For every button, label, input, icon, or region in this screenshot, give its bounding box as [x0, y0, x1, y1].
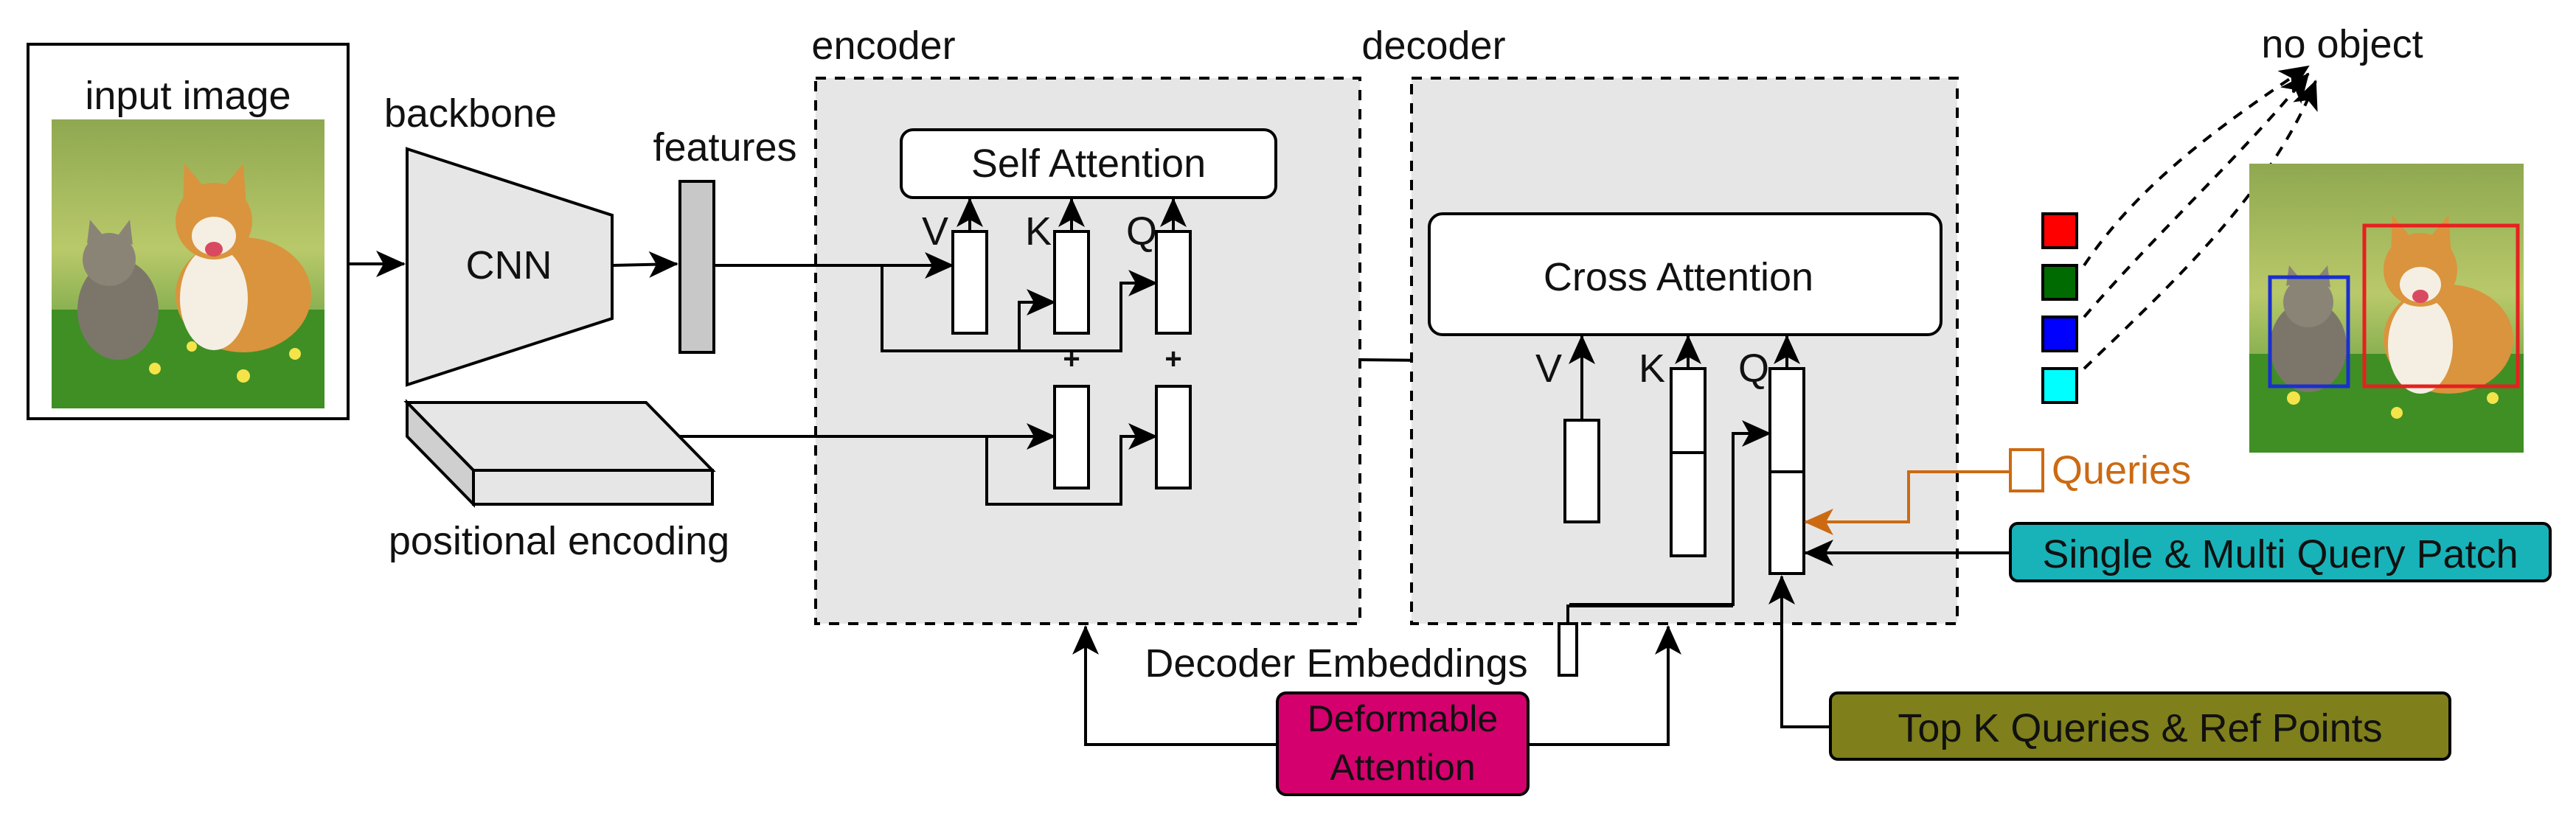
encoder-label: encoder: [811, 24, 955, 68]
decoder-embeddings-vector: [1558, 622, 1578, 677]
deformable-attention-label-line2: Attention: [1330, 747, 1475, 788]
class-swatch-blue: [2041, 316, 2078, 352]
self-attention-label: Self Attention: [971, 142, 1206, 186]
deformable-attention-label-line1: Deformable: [1308, 698, 1498, 739]
queries-label: Queries: [2052, 448, 2191, 492]
decoder-v-label: V: [1535, 346, 1562, 391]
top-k-queries-label: Top K Queries & Ref Points: [1898, 706, 2382, 750]
decoder-v-vector: [1563, 419, 1600, 523]
arrow-deformable-to-decoder: [1528, 625, 1681, 746]
decoder-embeddings-link: [1566, 604, 1733, 624]
single-multi-query-patch-label: Single & Multi Query Patch: [2042, 532, 2518, 576]
arrow-queries-to-decoder-q: [1804, 470, 2010, 535]
input-photo: [52, 119, 324, 408]
cnn-label: CNN: [466, 243, 552, 287]
arrow-deformable-to-encoder: [1072, 625, 1277, 746]
output-cat-icon: [2270, 301, 2347, 392]
encoder-v-label: V: [922, 209, 948, 254]
features-label: features: [653, 125, 796, 170]
encoder-wiring: [678, 198, 1187, 506]
cat-bounding-box: [2268, 275, 2350, 388]
class-swatch-green: [2041, 264, 2078, 301]
decoder-k-label: K: [1639, 346, 1665, 391]
queries-vector: [2009, 448, 2044, 492]
decoder-k-vector: [1670, 367, 1707, 557]
dog-bounding-box: [2362, 223, 2520, 388]
decoder-label: decoder: [1361, 24, 1505, 68]
class-swatch-cyan: [2041, 367, 2078, 404]
cat-icon: [77, 259, 159, 360]
output-dog-icon: [2384, 215, 2513, 394]
no-object-arrows: [2083, 65, 2318, 370]
encoder-pos-k-vector: [1053, 385, 1090, 489]
class-swatch-red: [2041, 212, 2078, 249]
cnn-block: [406, 147, 614, 387]
encoder-v-vector: [951, 230, 988, 335]
features-block: [678, 180, 715, 354]
dog-icon: [176, 164, 311, 352]
decoder-embeddings-label: Decoder Embeddings: [1145, 641, 1527, 686]
no-object-label: no object: [2261, 22, 2423, 66]
encoder-q-vector: [1155, 230, 1192, 335]
backbone-label: backbone: [384, 91, 557, 136]
arrow-topk-to-decoder-q: [1768, 575, 1830, 728]
encoder-q-label: Q: [1126, 209, 1157, 254]
input-image-label: input image: [85, 74, 291, 118]
encoder-plus-k: +: [1063, 343, 1080, 375]
positional-encoding-block: [403, 399, 716, 508]
input-image-panel: input image: [27, 43, 350, 420]
encoder-k-vector: [1053, 230, 1090, 335]
encoder-plus-q: +: [1164, 343, 1181, 375]
decoder-q-label: Q: [1738, 346, 1769, 391]
self-attention-block: [900, 128, 1277, 199]
encoder-pos-q-vector: [1155, 385, 1192, 489]
cross-attention-label: Cross Attention: [1544, 255, 1813, 299]
output-photo: [2249, 164, 2524, 453]
encoder-k-label: K: [1025, 209, 1052, 254]
arrow-cnn-to-features: [611, 251, 678, 278]
positional-encoding-label: positional encoding: [389, 519, 729, 563]
